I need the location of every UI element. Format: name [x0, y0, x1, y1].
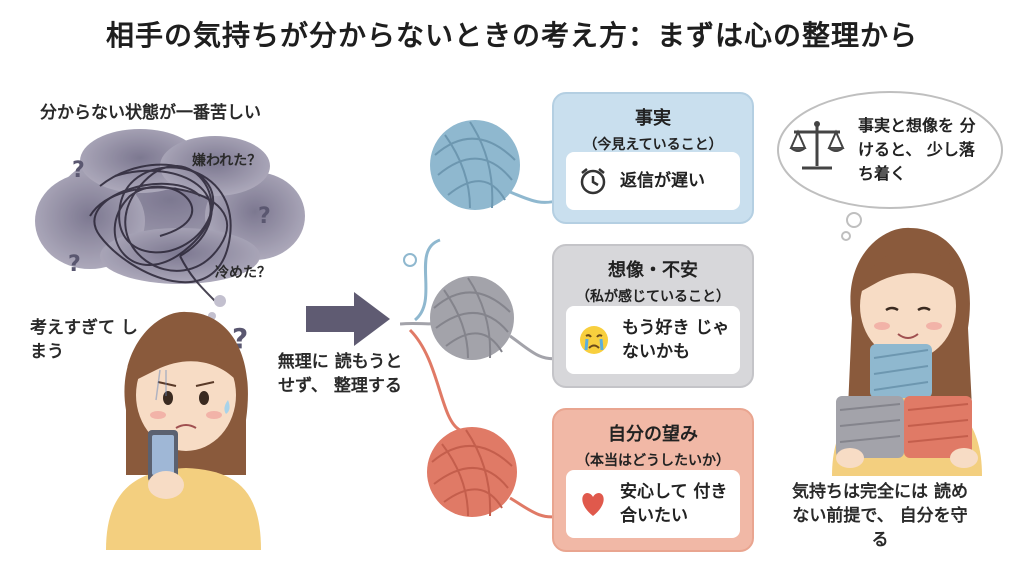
fact-card-subtitle: （今見えていること）: [583, 137, 723, 153]
thought-disliked: 嫌われた？: [192, 153, 262, 169]
question-mark-icon: ?: [258, 204, 271, 229]
fact-card-title: 事実: [635, 108, 671, 129]
imagination-card-title: 想像・不安: [608, 260, 698, 281]
speech-bubble: [777, 91, 1003, 241]
wish-card: 自分の望み （本当はどうしたいか） 安心して 付き合いたい: [552, 408, 754, 552]
question-mark-icon: ?: [68, 252, 81, 277]
tangled-thought-cloud: [35, 129, 305, 320]
balance-scale-icon: [789, 121, 845, 170]
overthinking-label: 考えすぎて しまう: [30, 318, 138, 362]
wish-card-body: 安心して 付き合いたい: [566, 470, 740, 538]
crying-face-icon: [580, 326, 608, 354]
fact-card-text: 返信が遅い: [620, 171, 705, 191]
fact-card-body: 返信が遅い: [566, 152, 740, 210]
blue-yarn-ball: [430, 120, 520, 210]
gray-yarn-ball: [430, 276, 514, 360]
alarm-clock-icon: [580, 168, 606, 195]
blue-yarn-box: [870, 344, 932, 398]
gray-yarn-box: [836, 396, 904, 458]
heart-icon: [582, 493, 604, 516]
calm-woman-illustration: [832, 227, 982, 476]
thought-cooled-down: 冷めた？: [215, 265, 271, 281]
imagination-card: 想像・不安 （私が感じていること） もう好き じゃないかも: [552, 244, 754, 388]
red-yarn-box: [904, 396, 972, 458]
imagination-card-body: もう好き じゃないかも: [566, 306, 740, 374]
organize-instruction-label: 無理に 読もうとせず、 整理する: [277, 352, 403, 396]
wish-card-text: 安心して 付き合いたい: [620, 482, 728, 526]
wish-card-title: 自分の望み: [608, 424, 698, 445]
yarn-balls-illustration: [400, 120, 561, 519]
self-protection-label: 気持ちは完全には 読めない前提で、 自分を守る: [792, 482, 968, 550]
page-title: 相手の気持ちが分からないときの考え方：まずは心の整理から: [105, 19, 918, 52]
bubble-message: 事実と想像を 分けると、 少し落ち着く: [858, 116, 976, 183]
arrow-right-icon: [306, 292, 390, 346]
imagination-card-subtitle: （私が感じていること）: [576, 289, 730, 305]
imagination-card-text: もう好き じゃないかも: [622, 318, 730, 362]
question-mark-icon: ?: [72, 158, 85, 183]
difficult-state-label: 分からない状態が一番苦しい: [40, 103, 261, 123]
worried-woman-illustration: [106, 311, 261, 550]
wish-card-subtitle: （本当はどうしたいか）: [576, 453, 730, 469]
red-yarn-ball: [427, 427, 517, 517]
fact-card: 事実 （今見えていること） 返信が遅い: [552, 92, 754, 224]
